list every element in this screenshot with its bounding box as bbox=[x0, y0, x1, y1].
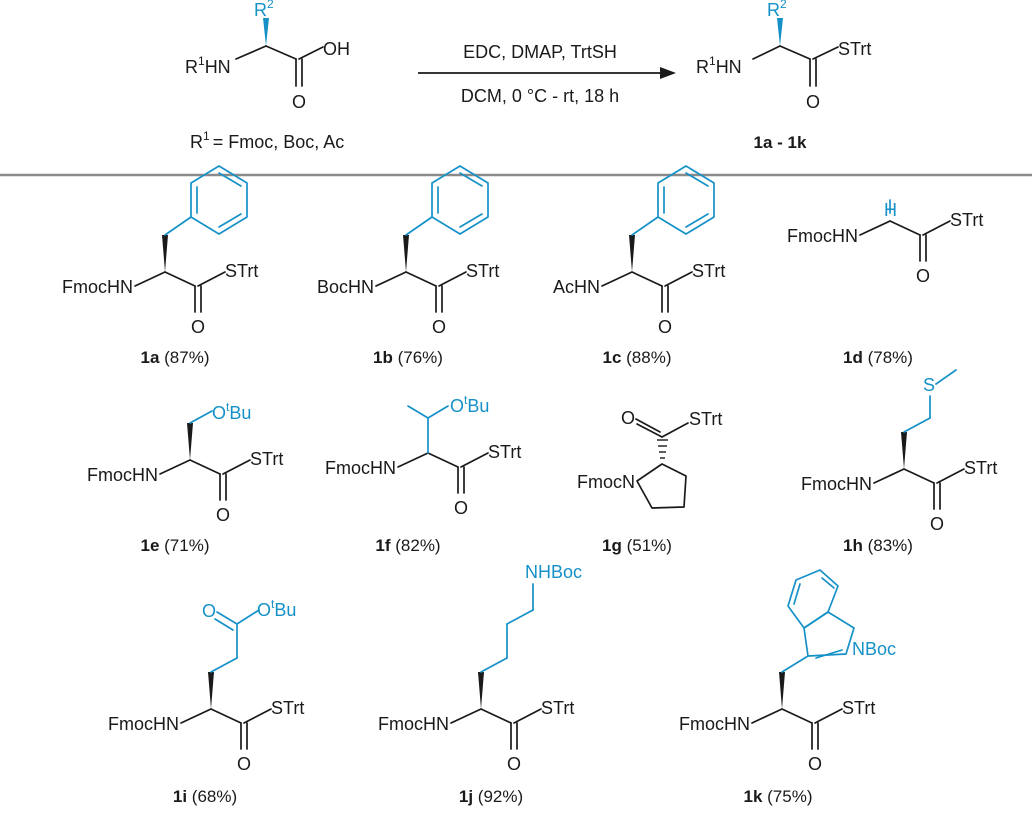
compound-1b: BocHN STrt O bbox=[317, 165, 499, 337]
svg-text:OtBu: OtBu bbox=[450, 393, 489, 416]
svg-text:S: S bbox=[923, 375, 935, 395]
sm-o-label: O bbox=[292, 92, 306, 112]
svg-text:STrt: STrt bbox=[541, 698, 574, 718]
svg-text:O: O bbox=[454, 498, 468, 518]
r1-definition: R1= Fmoc, Boc, Ac bbox=[190, 129, 344, 152]
caption-1g: 1g (51%) bbox=[602, 536, 672, 555]
product-r1-label: R1HN bbox=[696, 54, 742, 77]
svg-text:O: O bbox=[216, 505, 230, 525]
svg-text:FmocHN: FmocHN bbox=[87, 465, 158, 485]
caption-1j: 1j (92%) bbox=[459, 787, 523, 806]
compound-1e: OtBu FmocHN STrt O bbox=[87, 400, 283, 525]
svg-text:STrt: STrt bbox=[689, 409, 722, 429]
compound-1j: NHBoc FmocHN STrt O bbox=[378, 562, 582, 774]
compound-1d: H FmocHN STrt O bbox=[787, 199, 983, 286]
caption-1c: 1c (88%) bbox=[602, 348, 671, 367]
product-o-label: O bbox=[806, 92, 820, 112]
caption-1b: 1b (76%) bbox=[373, 348, 443, 367]
svg-text:O: O bbox=[916, 266, 930, 286]
sm-r2-label: R2 bbox=[254, 0, 274, 20]
svg-text:FmocHN: FmocHN bbox=[801, 474, 872, 494]
svg-text:O: O bbox=[202, 601, 216, 621]
product-range-label: 1a - 1k bbox=[754, 133, 807, 152]
product-r2-label: R2 bbox=[767, 0, 787, 20]
svg-text:FmocHN: FmocHN bbox=[378, 714, 449, 734]
caption-1d: 1d (78%) bbox=[843, 348, 913, 367]
svg-text:FmocHN: FmocHN bbox=[679, 714, 750, 734]
product-strt-label: STrt bbox=[838, 39, 871, 59]
svg-text:FmocHN: FmocHN bbox=[62, 277, 133, 297]
caption-1k: 1k (75%) bbox=[743, 787, 812, 806]
compound-1k: NBoc FmocHN STrt O bbox=[679, 569, 896, 774]
svg-text:STrt: STrt bbox=[950, 210, 983, 230]
svg-text:O: O bbox=[658, 317, 672, 337]
svg-text:O: O bbox=[621, 408, 635, 428]
compound-1a: FmocHN STrt O bbox=[62, 165, 258, 337]
svg-text:OtBu: OtBu bbox=[257, 597, 296, 620]
sm-oh-label: OH bbox=[323, 39, 350, 59]
svg-text:O: O bbox=[507, 754, 521, 774]
caption-1f: 1f (82%) bbox=[375, 536, 440, 555]
caption-1a: 1a (87%) bbox=[140, 348, 209, 367]
svg-text:STrt: STrt bbox=[488, 442, 521, 462]
sm-r1-label: R1HN bbox=[185, 54, 231, 77]
svg-text:O: O bbox=[432, 317, 446, 337]
svg-text:STrt: STrt bbox=[964, 458, 997, 478]
product-general: R1HN R2 STrt O 1a - 1k bbox=[696, 0, 871, 152]
compound-1g: O STrt FmocN bbox=[577, 408, 722, 509]
compound-1i: O OtBu FmocHN STrt O bbox=[108, 597, 304, 774]
svg-text:FmocHN: FmocHN bbox=[108, 714, 179, 734]
reagents-top: EDC, DMAP, TrtSH bbox=[463, 42, 617, 62]
caption-1i: 1i (68%) bbox=[173, 787, 237, 806]
compound-1h: S FmocHN STrt O bbox=[801, 369, 997, 534]
reaction-arrow: EDC, DMAP, TrtSH DCM, 0 °C - rt, 18 h bbox=[418, 42, 676, 106]
svg-text:STrt: STrt bbox=[466, 261, 499, 281]
svg-text:STrt: STrt bbox=[250, 449, 283, 469]
caption-1e: 1e (71%) bbox=[140, 536, 209, 555]
svg-text:STrt: STrt bbox=[692, 261, 725, 281]
compound-1c: AcHN STrt O bbox=[553, 165, 725, 337]
svg-text:OtBu: OtBu bbox=[212, 400, 251, 423]
svg-text:BocHN: BocHN bbox=[317, 277, 374, 297]
svg-text:O: O bbox=[930, 514, 944, 534]
svg-text:FmocHN: FmocHN bbox=[787, 226, 858, 246]
svg-text:STrt: STrt bbox=[842, 698, 875, 718]
svg-text:FmocHN: FmocHN bbox=[325, 458, 396, 478]
svg-text:NHBoc: NHBoc bbox=[525, 562, 582, 582]
svg-text:STrt: STrt bbox=[225, 261, 258, 281]
svg-text:H: H bbox=[884, 200, 897, 220]
svg-text:O: O bbox=[808, 754, 822, 774]
svg-text:O: O bbox=[237, 754, 251, 774]
starting-material: R1HN R2 OH O R1= Fmoc, Boc, Ac bbox=[185, 0, 350, 152]
svg-text:O: O bbox=[191, 317, 205, 337]
svg-text:AcHN: AcHN bbox=[553, 277, 600, 297]
caption-1h: 1h (83%) bbox=[843, 536, 913, 555]
svg-text:NBoc: NBoc bbox=[852, 639, 896, 659]
compound-1f: OtBu FmocHN STrt O bbox=[325, 393, 521, 518]
svg-text:FmocN: FmocN bbox=[577, 472, 635, 492]
svg-text:STrt: STrt bbox=[271, 698, 304, 718]
reagents-bottom: DCM, 0 °C - rt, 18 h bbox=[461, 86, 619, 106]
